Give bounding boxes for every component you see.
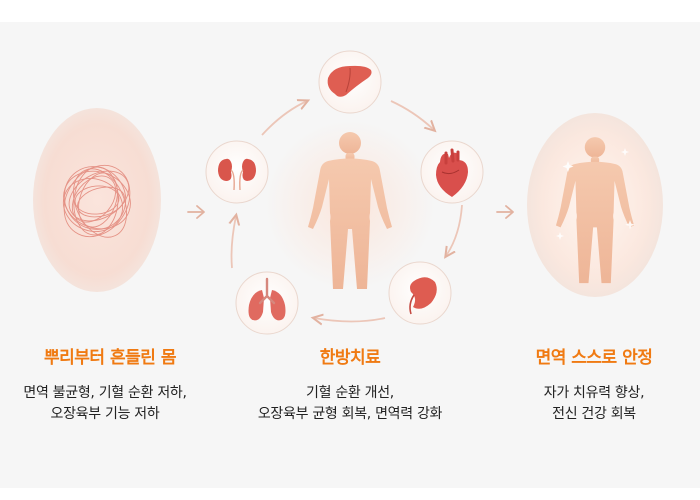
right-description: 자가 치유력 향상, 전신 건강 회복 [464,383,700,425]
lungs-node [235,271,299,335]
liver-node [318,50,382,114]
center-description-line: 기혈 순환 개선, [306,385,394,401]
spleen-icon [410,277,437,309]
tangled-body-illustration [33,108,161,292]
center-title: 한방치료 [319,348,381,368]
left-title: 뿌리부터 흔들린 몸 [44,348,176,368]
lungs-icon [248,277,286,321]
arrow-right-icon [187,205,205,219]
kidneys-node [205,140,269,204]
liver-icon [327,65,372,97]
heart-node [420,140,484,204]
right-description-line: 전신 건강 회복 [552,406,636,422]
right-title: 면역 스스로 안정 [535,348,653,368]
tangled-threads-icon [62,164,131,238]
spleen-node [388,261,452,325]
kidneys-icon [218,158,256,191]
healthy-body-illustration [527,113,663,297]
cycle-arrows [232,101,463,322]
treatment-cycle [205,50,484,335]
right-description-line: 자가 치유력 향상, [543,385,645,401]
heart-icon [436,152,468,197]
center-description-line: 오장육부 균형 회복, 면역력 강화 [257,406,443,422]
arrow-right-icon [496,205,514,219]
left-description-line: 오장육부 기능 저하 [50,406,160,422]
center-description: 기혈 순환 개선, 오장육부 균형 회복, 면역력 강화 [220,383,480,425]
left-description: 면역 불균형, 기혈 순환 저하, 오장육부 기능 저하 [0,383,235,425]
left-description-line: 면역 불균형, 기혈 순환 저하, [23,385,187,401]
sparkle-icon [556,148,635,240]
